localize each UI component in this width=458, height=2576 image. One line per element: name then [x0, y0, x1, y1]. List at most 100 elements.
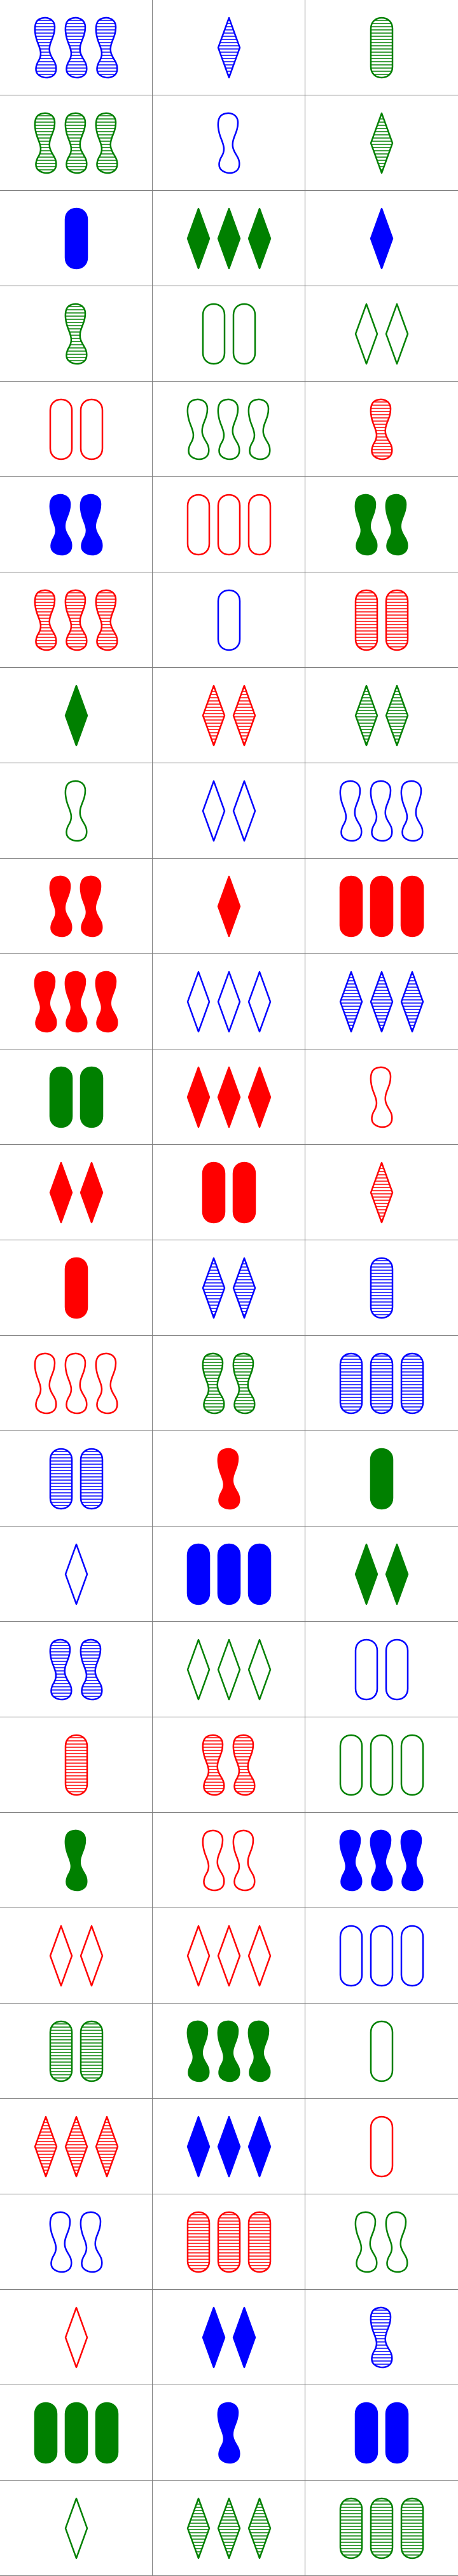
card[interactable] — [305, 95, 458, 191]
card[interactable] — [0, 1431, 153, 1527]
card[interactable] — [0, 1145, 153, 1240]
card[interactable] — [0, 1908, 153, 2004]
card[interactable] — [0, 668, 153, 763]
card[interactable] — [0, 2004, 153, 2099]
card[interactable] — [0, 763, 153, 859]
card[interactable] — [153, 95, 305, 191]
card[interactable] — [153, 1240, 305, 1336]
card[interactable] — [153, 2004, 305, 2099]
card[interactable] — [153, 1145, 305, 1240]
card[interactable] — [305, 286, 458, 382]
card[interactable] — [153, 1717, 305, 1813]
card[interactable] — [305, 1527, 458, 1622]
card[interactable] — [153, 572, 305, 668]
oval-icon — [202, 303, 225, 364]
card[interactable] — [0, 859, 153, 954]
card[interactable] — [153, 286, 305, 382]
oval-icon — [95, 2402, 118, 2463]
card[interactable] — [0, 1622, 153, 1717]
card[interactable] — [305, 1908, 458, 2004]
card[interactable] — [153, 1336, 305, 1431]
card[interactable] — [305, 2099, 458, 2194]
card[interactable] — [305, 859, 458, 954]
card[interactable] — [153, 2481, 305, 2576]
diamond-icon — [247, 1638, 271, 1700]
card[interactable] — [153, 191, 305, 286]
card[interactable] — [0, 1527, 153, 1622]
card[interactable] — [153, 2099, 305, 2194]
card[interactable] — [305, 954, 458, 1049]
card[interactable] — [305, 2290, 458, 2385]
card[interactable] — [305, 382, 458, 477]
card[interactable] — [305, 1145, 458, 1240]
diamond-icon — [64, 2306, 88, 2368]
card[interactable] — [153, 382, 305, 477]
card[interactable] — [0, 2385, 153, 2481]
card[interactable] — [305, 1813, 458, 1908]
card[interactable] — [305, 477, 458, 572]
card[interactable] — [153, 2194, 305, 2290]
card[interactable] — [0, 1813, 153, 1908]
squiggle-icon — [49, 875, 72, 937]
card[interactable] — [305, 2004, 458, 2099]
card[interactable] — [305, 191, 458, 286]
card[interactable] — [305, 0, 458, 95]
card[interactable] — [153, 1527, 305, 1622]
card[interactable] — [153, 477, 305, 572]
card[interactable] — [153, 1908, 305, 2004]
card[interactable] — [153, 668, 305, 763]
card[interactable] — [305, 572, 458, 668]
card[interactable] — [153, 1622, 305, 1717]
card[interactable] — [305, 1622, 458, 1717]
card[interactable] — [305, 1049, 458, 1145]
card[interactable] — [153, 954, 305, 1049]
oval-icon — [400, 1352, 424, 1414]
card[interactable] — [0, 1240, 153, 1336]
card[interactable] — [153, 1049, 305, 1145]
card[interactable] — [0, 1049, 153, 1145]
card[interactable] — [305, 1431, 458, 1527]
card[interactable] — [305, 1336, 458, 1431]
card[interactable] — [0, 1336, 153, 1431]
card[interactable] — [153, 1813, 305, 1908]
diamond-icon — [370, 971, 394, 1032]
card[interactable] — [153, 763, 305, 859]
card[interactable] — [0, 572, 153, 668]
squiggle-icon — [202, 1352, 225, 1414]
card[interactable] — [305, 1717, 458, 1813]
card[interactable] — [305, 1240, 458, 1336]
card[interactable] — [0, 477, 153, 572]
card[interactable] — [0, 95, 153, 191]
card[interactable] — [305, 668, 458, 763]
card[interactable] — [153, 2290, 305, 2385]
squiggle-icon — [64, 1829, 87, 1891]
card[interactable] — [0, 382, 153, 477]
squiggle-icon — [80, 1638, 102, 1700]
card[interactable] — [0, 191, 153, 286]
card[interactable] — [0, 286, 153, 382]
card[interactable] — [153, 1431, 305, 1527]
card[interactable] — [153, 859, 305, 954]
card[interactable] — [0, 954, 153, 1049]
squiggle-icon — [80, 494, 102, 555]
card[interactable] — [153, 2385, 305, 2481]
squiggle-icon — [34, 17, 57, 78]
oval-icon — [232, 1161, 256, 1223]
card[interactable] — [0, 1717, 153, 1813]
oval-icon — [186, 1543, 210, 1605]
oval-icon — [385, 1638, 409, 1700]
card[interactable] — [0, 2481, 153, 2576]
card[interactable] — [305, 763, 458, 859]
card[interactable] — [305, 2385, 458, 2481]
oval-icon — [370, 1352, 394, 1414]
card[interactable] — [0, 2194, 153, 2290]
diamond-icon — [385, 684, 409, 746]
card[interactable] — [153, 0, 305, 95]
card[interactable] — [0, 2099, 153, 2194]
diamond-icon — [217, 2497, 240, 2559]
card[interactable] — [0, 2290, 153, 2385]
card[interactable] — [0, 0, 153, 95]
oval-icon — [370, 1925, 394, 1986]
card[interactable] — [305, 2194, 458, 2290]
card[interactable] — [305, 2481, 458, 2576]
